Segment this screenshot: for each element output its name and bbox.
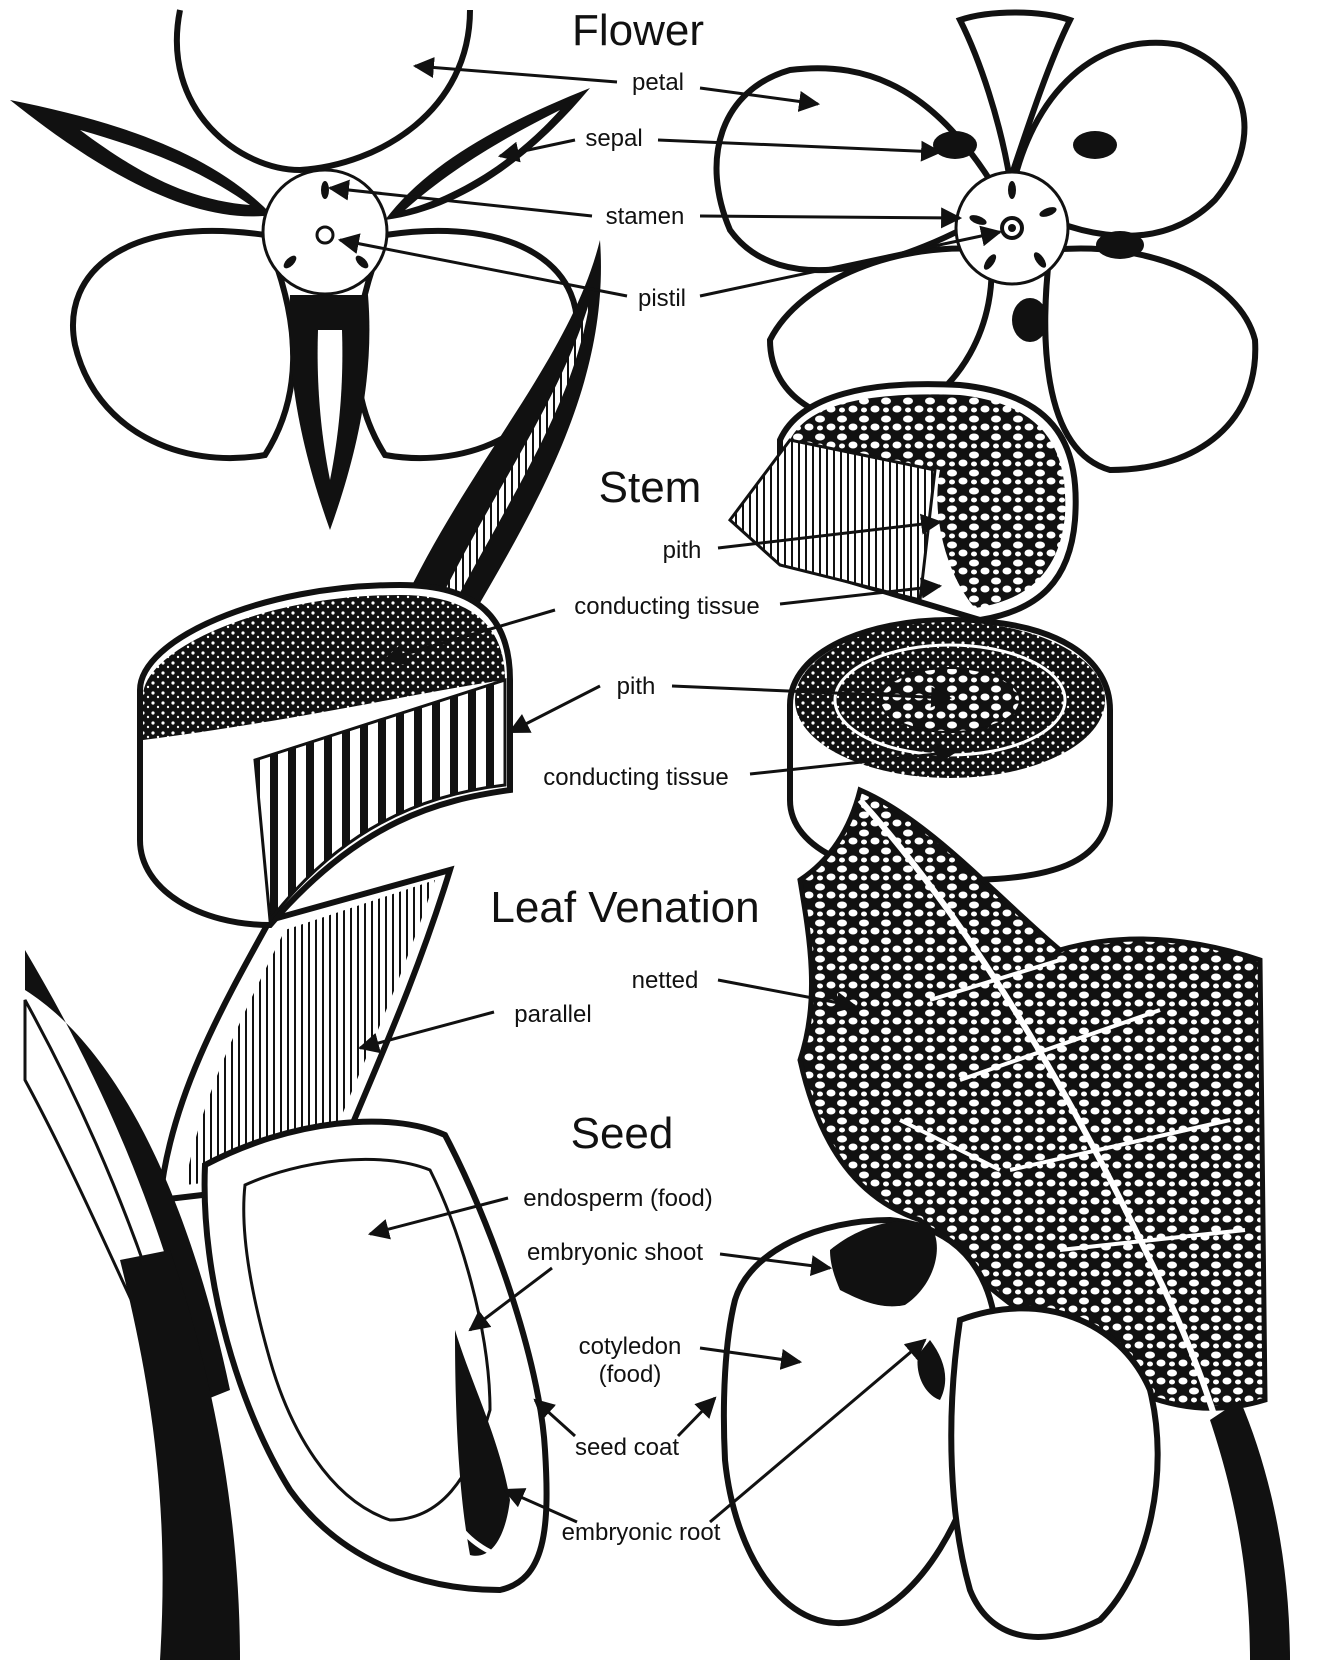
label-seed-coat: seed coat: [575, 1434, 679, 1461]
label-sepal: sepal: [585, 125, 642, 152]
section-title-leaf-venation: Leaf Venation: [490, 883, 759, 932]
arrow-stamen-right: [700, 216, 960, 218]
left-lower-left-petal: [73, 231, 293, 458]
netted-leaf-petiole: [1210, 1400, 1290, 1660]
label-netted: netted: [632, 967, 699, 994]
right-seed-cotyledon: [951, 1308, 1157, 1636]
arrow-seed-coat-right: [678, 1398, 715, 1436]
right-stamen-1: [1008, 181, 1016, 199]
label-cotyledon-line1: cotyledon: [579, 1333, 682, 1360]
section-title-stem: Stem: [599, 463, 702, 512]
left-seed-illustration: [205, 1122, 547, 1590]
arrow-pith-middle-left: [510, 686, 600, 732]
label-embryonic-shoot: embryonic shoot: [527, 1239, 703, 1266]
right-sepal-1: [933, 131, 977, 159]
label-conducting-tissue-upper: conducting tissue: [574, 593, 759, 620]
label-petal: petal: [632, 69, 684, 96]
label-cotyledon-line2: (food): [599, 1361, 662, 1388]
label-text: Flower Stem Leaf Venation Seed petal sep…: [490, 6, 759, 1546]
label-conducting-tissue-lower: conducting tissue: [543, 764, 728, 791]
left-stamen-1: [321, 181, 329, 199]
label-embryonic-root: embryonic root: [562, 1519, 721, 1546]
right-sepal-2: [1073, 131, 1117, 159]
label-endosperm: endosperm (food): [523, 1185, 712, 1212]
label-pistil: pistil: [638, 285, 686, 312]
left-sepal-right-highlight: [405, 110, 560, 210]
section-title-seed: Seed: [571, 1109, 674, 1158]
label-stamen: stamen: [606, 203, 685, 230]
right-stem-illustration: [730, 384, 1110, 880]
section-title-flower: Flower: [572, 6, 704, 55]
right-petal-lower-right: [1045, 248, 1255, 470]
label-pith-stem-right: pith: [663, 537, 702, 564]
right-stem-pith-core: [880, 668, 1020, 732]
right-sepal-4: [1012, 298, 1048, 342]
right-stem-upper-pith-wedge: [730, 440, 935, 600]
label-parallel: parallel: [514, 1001, 591, 1028]
left-upper-petal: [177, 10, 470, 170]
label-pith-middle: pith: [617, 673, 656, 700]
right-sepal-3: [1096, 231, 1144, 259]
